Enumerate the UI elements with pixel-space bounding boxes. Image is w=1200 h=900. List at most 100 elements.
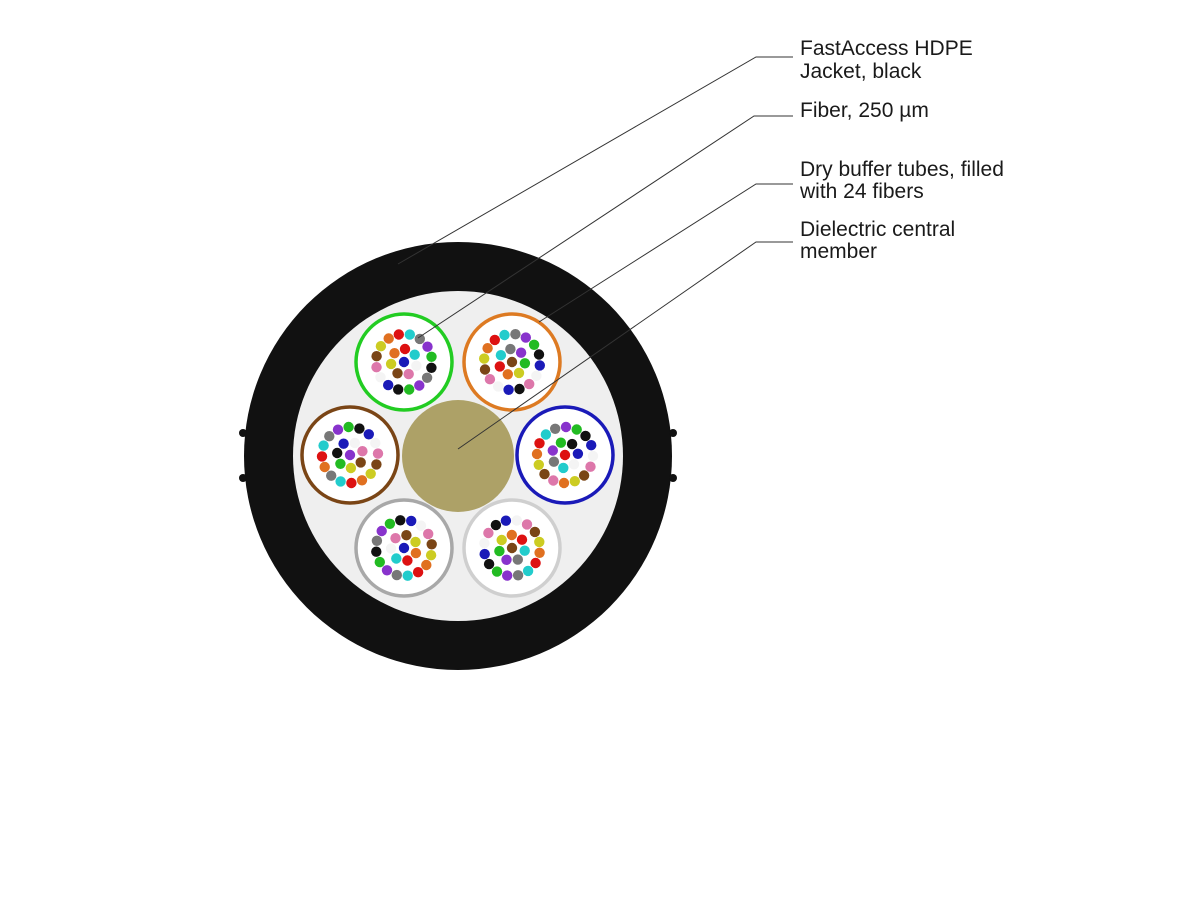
- fiber: [534, 360, 545, 371]
- fiber: [398, 356, 410, 368]
- fiber: [371, 362, 382, 373]
- fiber: [482, 343, 493, 354]
- fiber: [384, 518, 396, 529]
- fiber: [533, 459, 544, 470]
- fiber: [512, 554, 523, 565]
- fiber: [531, 370, 542, 381]
- fiber: [479, 364, 491, 375]
- fiber: [489, 334, 500, 346]
- fiber: [500, 515, 512, 526]
- fiber: [511, 515, 522, 526]
- fiber: [415, 520, 427, 531]
- fiber: [412, 567, 424, 578]
- buffer-tube: [300, 405, 400, 505]
- leader-line-fiber: [417, 115, 793, 339]
- buffer-tubes-group: [300, 312, 615, 598]
- buffer-tube: [462, 312, 562, 412]
- fiber: [533, 349, 545, 360]
- fiber: [335, 458, 346, 469]
- fiber: [550, 423, 561, 434]
- fiber: [540, 429, 552, 440]
- fiber: [484, 374, 496, 385]
- fiber: [558, 477, 570, 489]
- callout-fiber-line-1: Fiber, 250 µm: [800, 99, 929, 122]
- fiber: [393, 329, 404, 340]
- fiber: [390, 533, 401, 544]
- fiber: [406, 515, 417, 527]
- fiber: [401, 530, 412, 541]
- ripcord-marker-right-bottom: [669, 474, 677, 482]
- fiber: [494, 361, 505, 372]
- fiber: [483, 527, 494, 539]
- fiber: [522, 565, 534, 577]
- fiber: [375, 372, 386, 383]
- fiber: [534, 438, 545, 449]
- fiber: [411, 360, 422, 371]
- fiber: [519, 545, 530, 556]
- fiber: [572, 448, 584, 459]
- fiber: [501, 554, 512, 565]
- fiber: [403, 368, 414, 380]
- fiber: [392, 368, 403, 379]
- fiber: [548, 456, 560, 467]
- fiber: [580, 430, 591, 442]
- fiber: [391, 553, 402, 564]
- fiber: [414, 333, 425, 345]
- fiber: [586, 440, 597, 451]
- fiber: [335, 476, 346, 487]
- fiber: [587, 450, 599, 462]
- fiber: [365, 468, 376, 479]
- fiber: [534, 536, 545, 548]
- callout-jacket-line-2: Jacket, black: [800, 60, 922, 83]
- fiber: [495, 350, 507, 361]
- fiber: [529, 526, 541, 538]
- fiber: [385, 358, 397, 370]
- fiber: [490, 519, 502, 531]
- callout-buffer-tubes-line-1: Dry buffer tubes, filled: [800, 158, 1004, 181]
- fiber: [332, 424, 344, 435]
- callout-jacket-line-1: FastAccess HDPE: [800, 37, 973, 60]
- fiber: [503, 384, 514, 395]
- fiber: [316, 451, 328, 462]
- fiber: [338, 438, 349, 449]
- callout-labels: FastAccess HDPE Jacket, black Fiber, 250…: [799, 37, 1004, 263]
- fiber: [410, 536, 421, 548]
- fiber: [399, 343, 411, 355]
- fiber: [398, 542, 410, 554]
- fiber: [402, 570, 413, 581]
- callout-central-member-line-2: member: [800, 240, 877, 263]
- fiber: [409, 349, 420, 360]
- fiber: [414, 380, 425, 391]
- fiber: [371, 351, 382, 362]
- ripcord-marker-right-top: [669, 429, 677, 437]
- fiber: [528, 339, 540, 350]
- leader-line-central-member: [457, 241, 793, 450]
- fiber: [506, 529, 517, 541]
- fiber: [491, 566, 503, 577]
- fiber: [371, 546, 382, 557]
- fiber: [374, 556, 385, 568]
- fiber: [502, 570, 513, 581]
- fiber: [521, 519, 533, 530]
- fiber: [516, 534, 528, 545]
- fiber: [493, 381, 504, 392]
- fiber: [349, 437, 360, 449]
- fiber: [355, 457, 366, 468]
- fiber: [519, 358, 531, 369]
- fiber: [376, 525, 387, 537]
- fiber: [548, 475, 559, 486]
- fiber: [346, 477, 357, 489]
- fiber: [568, 459, 580, 470]
- fiber: [372, 448, 384, 459]
- fiber: [332, 447, 343, 459]
- buffer-tube: [354, 312, 454, 412]
- dielectric-central-member: [402, 400, 514, 512]
- fiber: [326, 470, 337, 481]
- fiber: [426, 362, 437, 373]
- fiber: [479, 353, 490, 364]
- fiber: [555, 437, 567, 448]
- fiber: [566, 438, 578, 450]
- fiber: [558, 462, 569, 474]
- fiber: [324, 431, 335, 442]
